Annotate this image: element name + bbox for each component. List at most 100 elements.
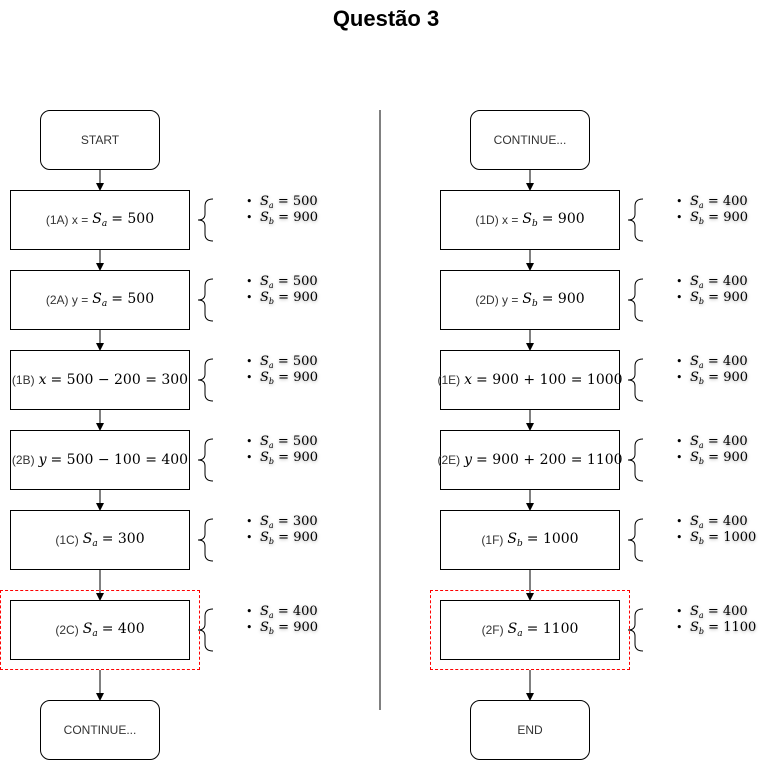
step-expression: y= 500 − 100 = 400 bbox=[39, 452, 189, 468]
state-list: Sa = 500Sb = 900 bbox=[244, 274, 318, 306]
state-value: 400 bbox=[722, 434, 748, 449]
expression-value: = 500 − 100 = 400 bbox=[50, 452, 189, 468]
expression-value: = 500 − 200 = 300 bbox=[50, 372, 189, 388]
expression-variable: y bbox=[38, 452, 47, 468]
step-expression: Sb= 900 bbox=[522, 291, 584, 309]
expression-variable: S bbox=[507, 531, 517, 547]
expression-subscript: a bbox=[101, 219, 108, 229]
state-value: 900 bbox=[723, 290, 749, 305]
left-highlight-frame bbox=[0, 590, 200, 670]
state-item-sb: Sb = 1100 bbox=[674, 620, 756, 636]
state-value: 1100 bbox=[723, 620, 757, 635]
brace-icon bbox=[197, 198, 214, 242]
left-start-terminal: START bbox=[40, 110, 160, 170]
right-step-box: (1E)x= 900 + 100 = 1000 bbox=[437, 350, 623, 410]
step-expression: Sa= 1100 bbox=[508, 621, 579, 639]
expression-subscript: a bbox=[92, 629, 98, 639]
state-item-sb: Sb = 900 bbox=[244, 450, 318, 466]
step-label: (2D) y = bbox=[475, 293, 519, 307]
step-label: (1F) bbox=[481, 533, 504, 547]
expression-subscript: b bbox=[517, 539, 523, 549]
state-value: 900 bbox=[723, 370, 749, 385]
state-value: 900 bbox=[293, 530, 319, 545]
right-end-terminal: END bbox=[470, 700, 590, 760]
state-item-sa: Sa = 400 bbox=[244, 604, 318, 620]
expression-subscript: a bbox=[92, 539, 98, 549]
state-list: Sa = 400Sb = 1100 bbox=[674, 604, 756, 636]
expression-value: = 900 bbox=[541, 211, 585, 227]
right-step-box: (1F)Sb= 1000 bbox=[440, 510, 620, 570]
state-value: 400 bbox=[292, 604, 318, 619]
state-value: 900 bbox=[293, 290, 319, 305]
state-item-sb: Sb = 900 bbox=[674, 210, 748, 226]
brace-icon bbox=[627, 438, 644, 482]
state-item-sa: Sa = 500 bbox=[244, 354, 318, 370]
state-list: Sa = 400Sb = 900 bbox=[674, 434, 748, 466]
state-value: 300 bbox=[292, 514, 318, 529]
state-value: 900 bbox=[293, 370, 319, 385]
state-value: 400 bbox=[722, 274, 748, 289]
brace-icon bbox=[627, 358, 644, 402]
step-label: (1D) x = bbox=[475, 213, 519, 227]
state-list: Sa = 500Sb = 900 bbox=[244, 434, 318, 466]
state-item-sa: Sa = 400 bbox=[674, 514, 756, 530]
state-list: Sa = 400Sb = 900 bbox=[674, 194, 748, 226]
state-value: 900 bbox=[293, 210, 319, 225]
right-step-box: (2E)y= 900 + 200 = 1100 bbox=[437, 430, 623, 490]
right-highlight-frame bbox=[430, 590, 630, 670]
state-item-sa: Sa = 400 bbox=[674, 274, 748, 290]
step-expression: Sa= 300 bbox=[83, 531, 145, 549]
state-list: Sa = 400Sb = 1000 bbox=[674, 514, 756, 546]
expression-value: = 900 bbox=[541, 291, 585, 307]
step-label: (2B) bbox=[11, 453, 35, 467]
expression-variable: y bbox=[464, 452, 473, 468]
state-value: 900 bbox=[723, 210, 749, 225]
brace-icon bbox=[627, 278, 644, 322]
state-value: 500 bbox=[292, 434, 318, 449]
expression-variable: S bbox=[82, 531, 93, 547]
state-item-sb: Sb = 900 bbox=[244, 210, 318, 226]
step-label: (2C) bbox=[55, 623, 79, 637]
step-label: (1C) bbox=[55, 533, 79, 547]
left-step-box: (2B)y= 500 − 100 = 400 bbox=[10, 430, 190, 490]
state-list: Sa = 500Sb = 900 bbox=[244, 194, 318, 226]
brace-icon bbox=[197, 608, 214, 652]
expression-value: = 900 + 100 = 1000 bbox=[476, 372, 623, 388]
right-step-box: (1D) x =Sb= 900 bbox=[440, 190, 620, 250]
expression-variable: x bbox=[464, 372, 473, 388]
expression-value: = 500 bbox=[111, 291, 155, 307]
expression-value: = 900 + 200 = 1100 bbox=[476, 452, 623, 468]
expression-subscript: b bbox=[531, 219, 538, 229]
step-expression: Sb= 900 bbox=[522, 211, 584, 229]
state-list: Sa = 500Sb = 900 bbox=[244, 354, 318, 386]
right-step-box: (2D) y =Sb= 900 bbox=[440, 270, 620, 330]
state-item-sa: Sa = 500 bbox=[244, 274, 318, 290]
left-step-box: (1B)x= 500 − 200 = 300 bbox=[10, 350, 190, 410]
state-list: Sa = 300Sb = 900 bbox=[244, 514, 318, 546]
step-expression: Sb= 1000 bbox=[507, 531, 578, 549]
step-expression: Sa= 400 bbox=[83, 621, 145, 639]
state-item-sa: Sa = 300 bbox=[244, 514, 318, 530]
state-value: 400 bbox=[722, 194, 748, 209]
step-label: (1E) bbox=[437, 373, 461, 387]
brace-icon bbox=[627, 198, 644, 242]
step-expression: x= 500 − 200 = 300 bbox=[39, 372, 189, 388]
state-value: 1000 bbox=[723, 530, 757, 545]
expression-value: = 1100 bbox=[526, 621, 579, 637]
state-value: 400 bbox=[722, 604, 748, 619]
expression-subscript: a bbox=[517, 629, 523, 639]
expression-subscript: b bbox=[531, 299, 538, 309]
brace-icon bbox=[197, 518, 214, 562]
state-value: 500 bbox=[292, 274, 318, 289]
state-item-sa: Sa = 500 bbox=[244, 194, 318, 210]
expression-variable: S bbox=[507, 621, 518, 637]
state-item-sa: Sa = 400 bbox=[674, 604, 756, 620]
state-item-sa: Sa = 400 bbox=[674, 354, 748, 370]
state-item-sa: Sa = 500 bbox=[244, 434, 318, 450]
state-value: 400 bbox=[722, 514, 748, 529]
state-item-sa: Sa = 400 bbox=[674, 194, 748, 210]
step-label: (2E) bbox=[437, 453, 461, 467]
expression-subscript: a bbox=[101, 299, 108, 309]
state-item-sb: Sb = 1000 bbox=[674, 530, 756, 546]
